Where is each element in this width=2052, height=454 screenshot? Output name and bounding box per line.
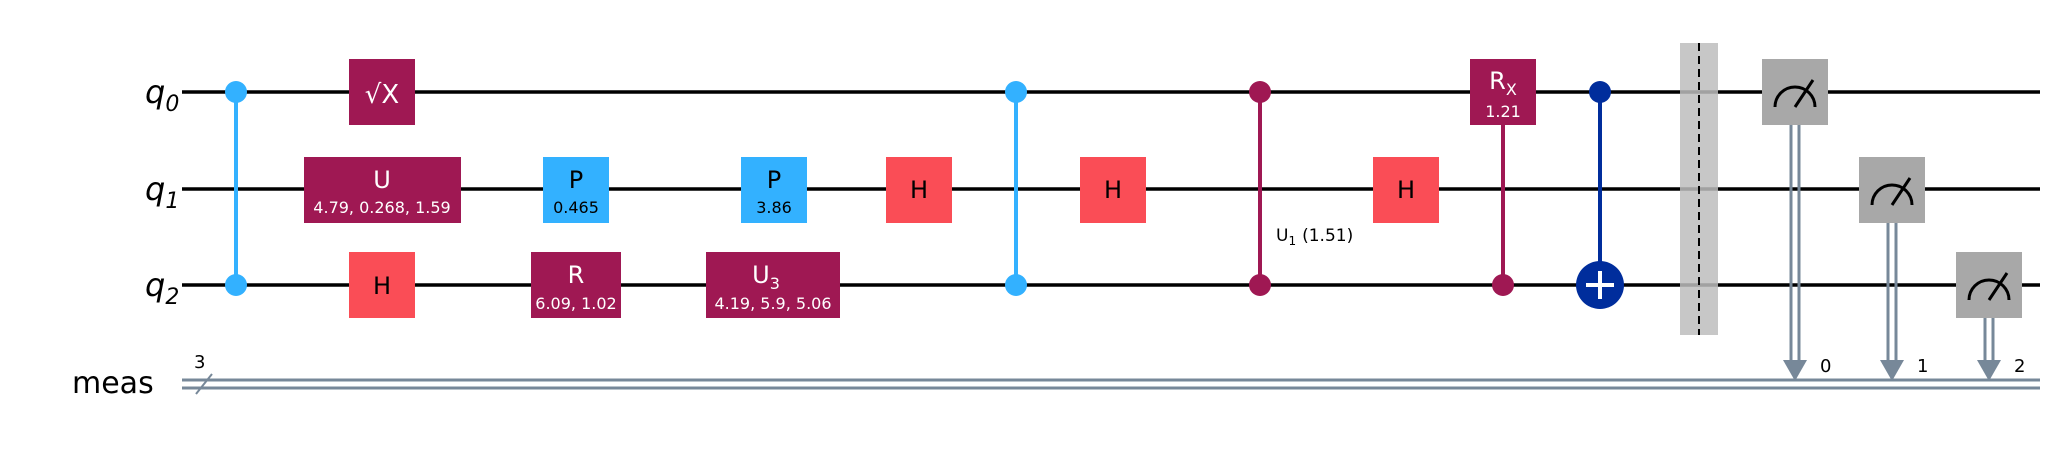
u3-gate-params: 4.19, 5.9, 5.06 [714,294,831,313]
cz-gate-1 [225,81,247,296]
meter-icon [1773,85,1817,108]
h-gate-q1-c: H [1373,157,1439,223]
p-gate-1: P 0.465 [543,157,609,223]
h-gate-label: H [1397,176,1415,204]
u-gate-label: U [373,166,391,194]
classical-bit-label: 0 [1820,356,1831,377]
p-gate-params: 0.465 [553,198,599,217]
h-gate-label: H [1104,176,1122,204]
sx-gate: √X [349,59,415,125]
r-gate: R 6.09, 1.02 [531,252,621,318]
wire-label-meas: meas [72,366,154,401]
cu1-gate-label: U1(1.51) [1276,226,1353,248]
h-gate-q2: H [349,252,415,318]
p-gate-2: P 3.86 [741,157,807,223]
p-gate-params: 3.86 [756,198,792,217]
cu1-gate: U1(1.51) [1249,81,1353,296]
classical-bit-label: 2 [2014,356,2025,377]
crx-gate: RX 1.21 [1470,59,1536,296]
measure-arrow [1783,360,1807,381]
crx-gate-label: RX [1489,67,1517,99]
u-gate-params: 4.79, 0.268, 1.59 [313,198,450,217]
cu1-control-dot [1249,81,1271,103]
u-gate: U 4.79, 0.268, 1.59 [304,157,461,223]
wire-label-q1: q1 [145,170,179,214]
measure-gate-q1: 1 [1859,157,1928,381]
classical-bundle-slash [195,373,213,395]
p-gate-label: P [767,166,781,194]
cx-control-dot [1589,81,1611,103]
wire-label-q2: q2 [145,266,179,310]
h-gate-q1-a: H [886,157,952,223]
measure-gate-q2: 2 [1956,252,2025,381]
meter-icon [1967,278,2011,301]
cz-gate-2 [1005,81,1027,296]
cx-gate [1576,81,1624,309]
meter-needle [1890,177,1912,206]
meter-needle [1793,79,1815,108]
h-gate-q1-b: H [1080,157,1146,223]
measure-arrow [1977,360,2001,381]
classical-bit-label: 1 [1917,356,1928,377]
cz-control-dot [1005,81,1027,103]
measure-arrow [1880,360,1904,381]
classical-bundle-size: 3 [194,352,205,373]
u3-gate: U3 4.19, 5.9, 5.06 [706,252,840,318]
r-gate-params: 6.09, 1.02 [535,294,616,313]
u3-gate-label: U3 [752,261,780,293]
cz-control-dot [225,274,247,296]
p-gate-label: P [569,166,583,194]
sx-gate-label: √X [365,80,399,110]
crx-control-dot [1492,274,1514,296]
cz-control-dot [225,81,247,103]
h-gate-label: H [373,272,391,300]
h-gate-label: H [910,176,928,204]
barrier [1680,43,1718,335]
crx-gate-params: 1.21 [1485,102,1521,121]
measure-gate-q0: 0 [1762,59,1831,381]
r-gate-label: R [568,261,585,289]
cu1-control-dot [1249,274,1271,296]
cz-control-dot [1005,274,1027,296]
meter-needle [1987,272,2009,301]
wire-label-q0: q0 [145,73,179,117]
meter-icon [1870,183,1914,206]
